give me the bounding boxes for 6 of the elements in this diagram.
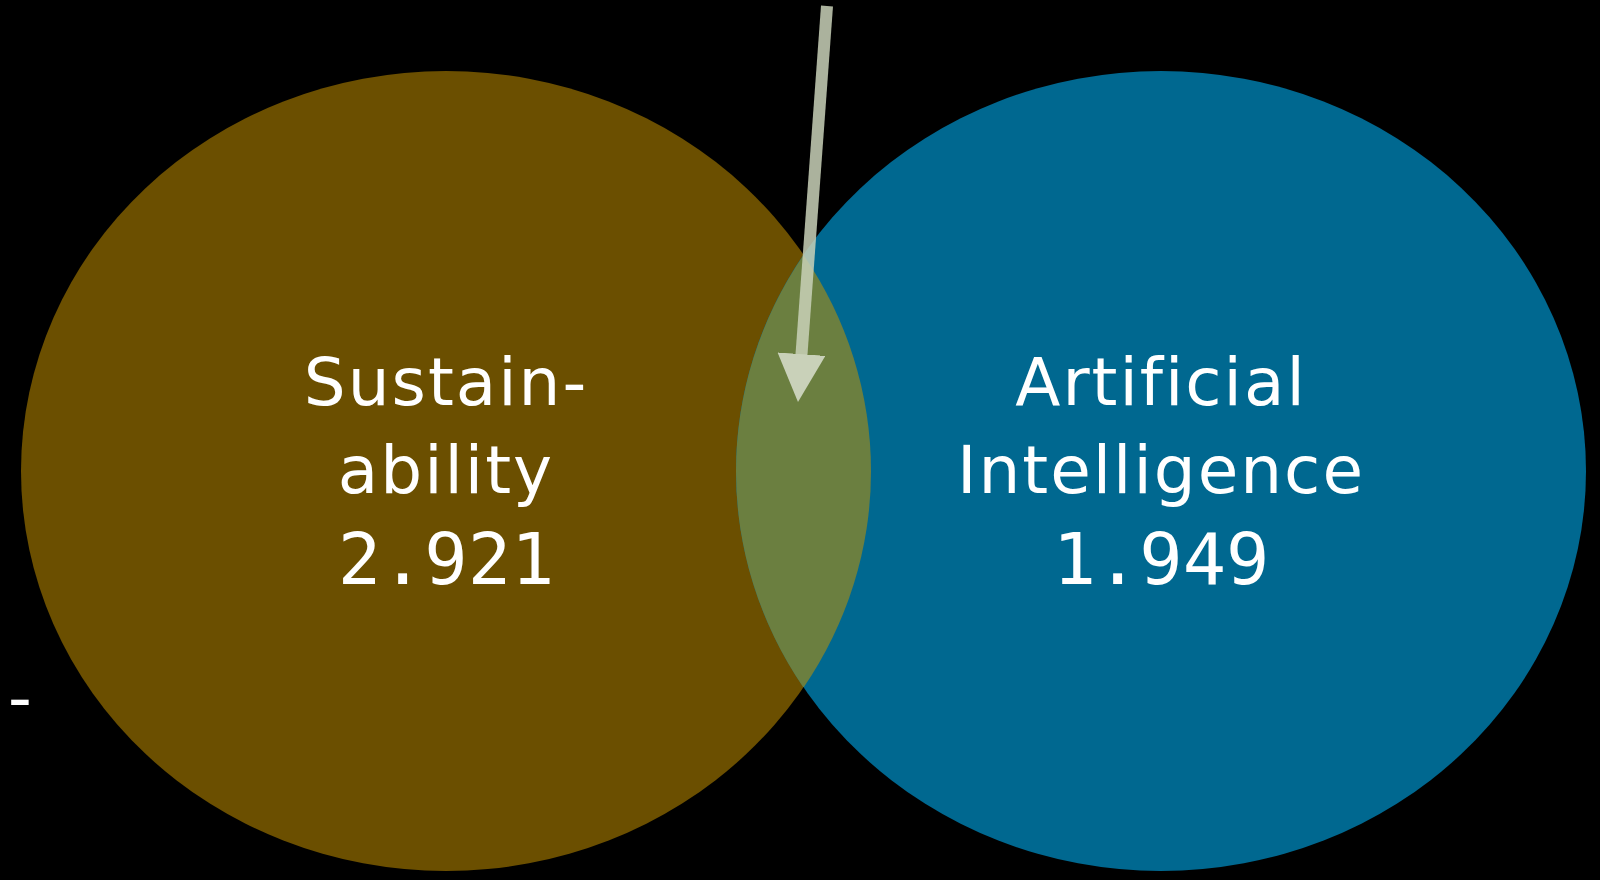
set-value: 2.921	[337, 516, 555, 603]
set-label: Sustain- ability	[302, 343, 590, 511]
clipped-text: -	[8, 658, 32, 738]
arrow	[777, 5, 833, 402]
set-value: 1.949	[1052, 516, 1270, 603]
set-label: Artificial Intelligence	[956, 343, 1366, 511]
